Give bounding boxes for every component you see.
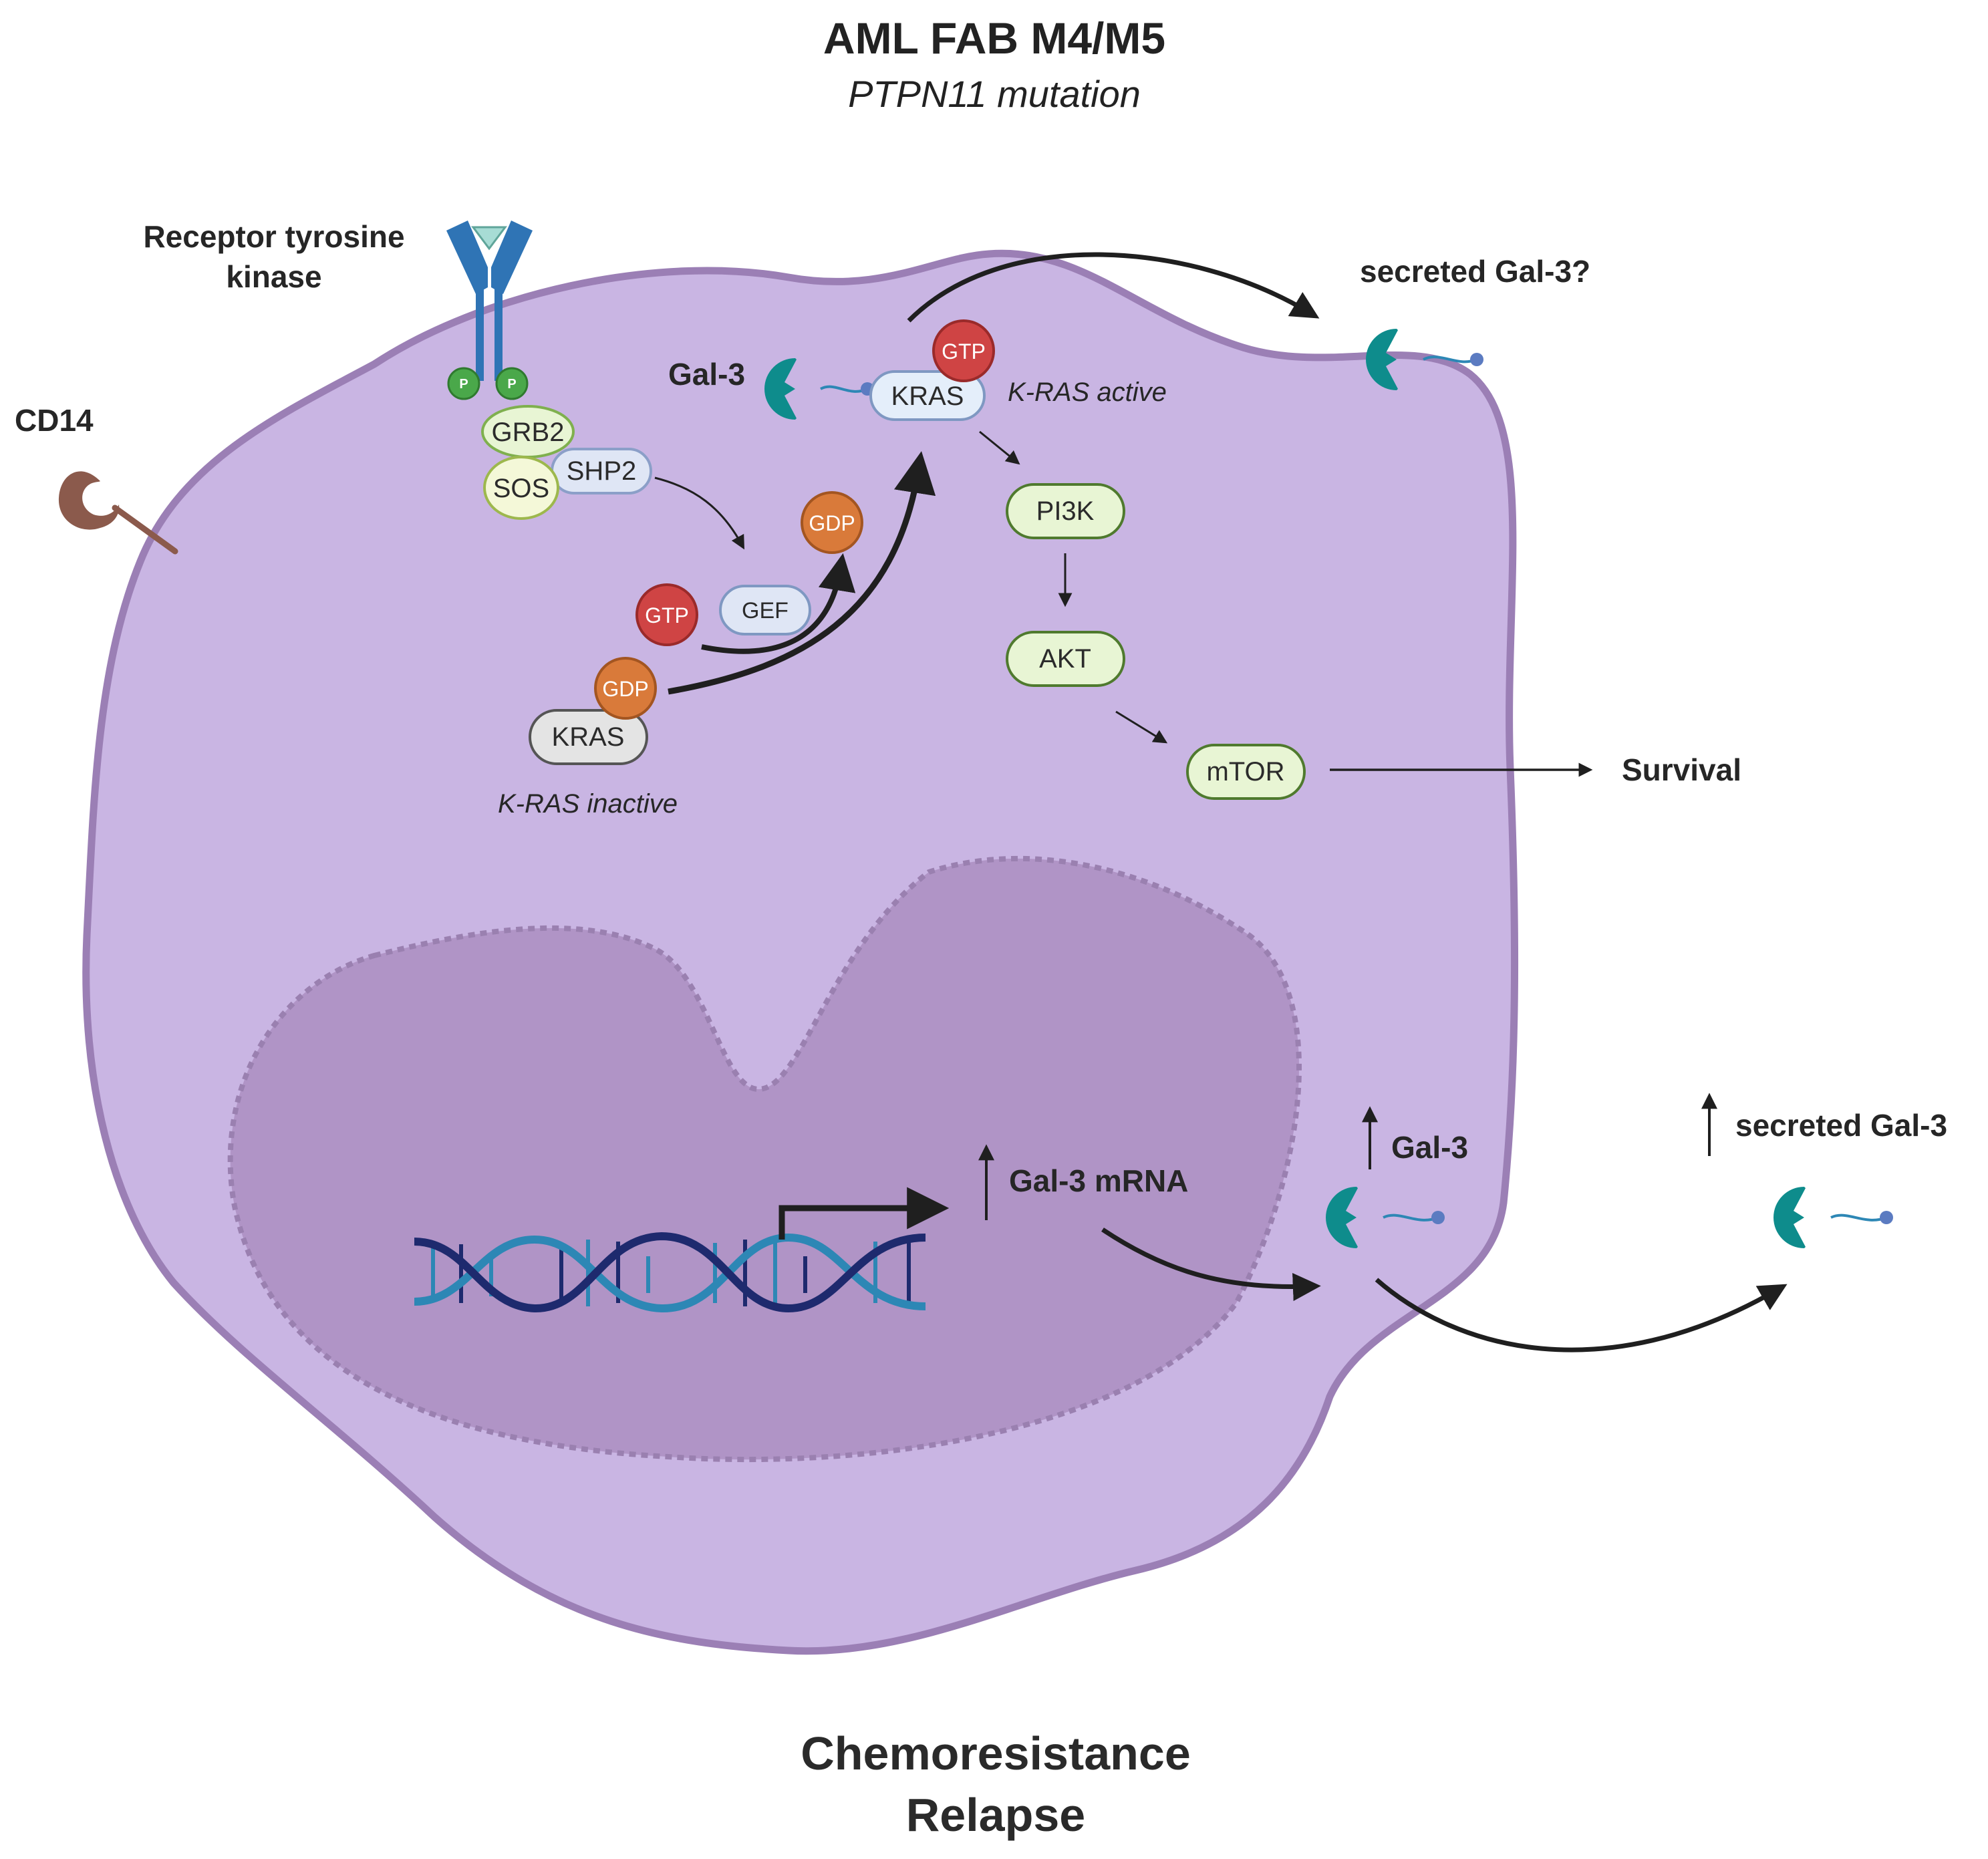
kras-inactive-label: KRAS xyxy=(552,722,625,752)
akt-label: AKT xyxy=(1039,644,1091,674)
grb2-label: GRB2 xyxy=(492,418,565,447)
gal3-up-label: Gal-3 xyxy=(1391,1130,1468,1165)
phospho-group-right: P xyxy=(495,367,529,400)
dna-helix-icon xyxy=(414,1232,926,1313)
gdp-bottom: GDP xyxy=(594,657,657,720)
arrow-gal3-to-secreted xyxy=(1375,1278,1788,1352)
gal3-label-top: Gal-3 xyxy=(668,357,745,392)
phospho-right-label: P xyxy=(507,377,516,392)
nucleus xyxy=(227,855,1302,1463)
cd14-label: CD14 xyxy=(15,403,94,438)
arrow-to-secreted-question xyxy=(907,252,1320,323)
pi3k-label: PI3K xyxy=(1036,496,1095,526)
arrow-kras-activation xyxy=(668,451,936,695)
phospho-group-left: P xyxy=(447,367,480,400)
gdp-right-label: GDP xyxy=(809,511,855,535)
receptor-tyrosine-kinase xyxy=(446,221,533,381)
kras-active-label: KRAS xyxy=(891,382,964,411)
receptor-label-line2: kinase xyxy=(226,259,321,294)
secreted-gal3-question-label: secreted Gal-3? xyxy=(1360,254,1590,289)
gef-node: GEF xyxy=(719,585,811,635)
gdp-right: GDP xyxy=(801,491,863,554)
kras-active-node: KRAS xyxy=(869,370,986,421)
shp2-node: SHP2 xyxy=(551,448,652,494)
diagram-title: AML FAB M4/M5 xyxy=(823,13,1165,63)
arrow-mrna-to-gal3 xyxy=(1101,1228,1321,1301)
footer-line2: Relapse xyxy=(906,1789,1085,1841)
gef-label: GEF xyxy=(742,598,789,623)
cd14-icon xyxy=(58,471,178,555)
kras-inactive-caption: K-RAS inactive xyxy=(498,789,678,819)
gtp-mid-label: GTP xyxy=(645,603,689,627)
shp2-label: SHP2 xyxy=(567,456,637,486)
pi3k-node: PI3K xyxy=(1006,483,1125,539)
gal3-mrna-label: Gal-3 mRNA xyxy=(1009,1163,1188,1198)
kras-active-caption: K-RAS active xyxy=(1008,378,1167,407)
grb2-node: GRB2 xyxy=(481,405,575,458)
diagram-subtitle: PTPN11 mutation xyxy=(848,73,1141,115)
transcription-start-arrow xyxy=(778,1187,950,1240)
arrow-kras-to-pi3k xyxy=(979,430,1020,465)
kras-inactive-node: KRAS xyxy=(529,709,648,765)
gal3-icon-upregulated xyxy=(1326,1187,1445,1248)
arrow-gtp-exchange xyxy=(701,553,856,654)
secreted-gal3-up-label: secreted Gal-3 xyxy=(1735,1108,1947,1143)
footer-line1: Chemoresistance xyxy=(801,1727,1191,1779)
mtor-node: mTOR xyxy=(1186,744,1306,800)
secreted-gal3-icon xyxy=(1773,1187,1893,1248)
survival-label: Survival xyxy=(1622,752,1741,787)
mtor-label: mTOR xyxy=(1206,757,1284,786)
arrow-shp2-to-gef xyxy=(654,476,745,550)
gtp-mid: GTP xyxy=(635,583,698,646)
sos-label: SOS xyxy=(493,474,549,503)
secreted-gal3-question-icon xyxy=(1366,329,1483,390)
arrow-akt-to-mtor xyxy=(1115,710,1168,744)
receptor-label-line1: Receptor tyrosine xyxy=(143,219,404,254)
phospho-left-label: P xyxy=(459,377,468,392)
akt-node: AKT xyxy=(1006,631,1125,687)
gdp-bottom-label: GDP xyxy=(602,677,648,701)
gtp-top: GTP xyxy=(932,319,995,382)
sos-node: SOS xyxy=(483,456,559,520)
gtp-top-label: GTP xyxy=(942,339,986,364)
